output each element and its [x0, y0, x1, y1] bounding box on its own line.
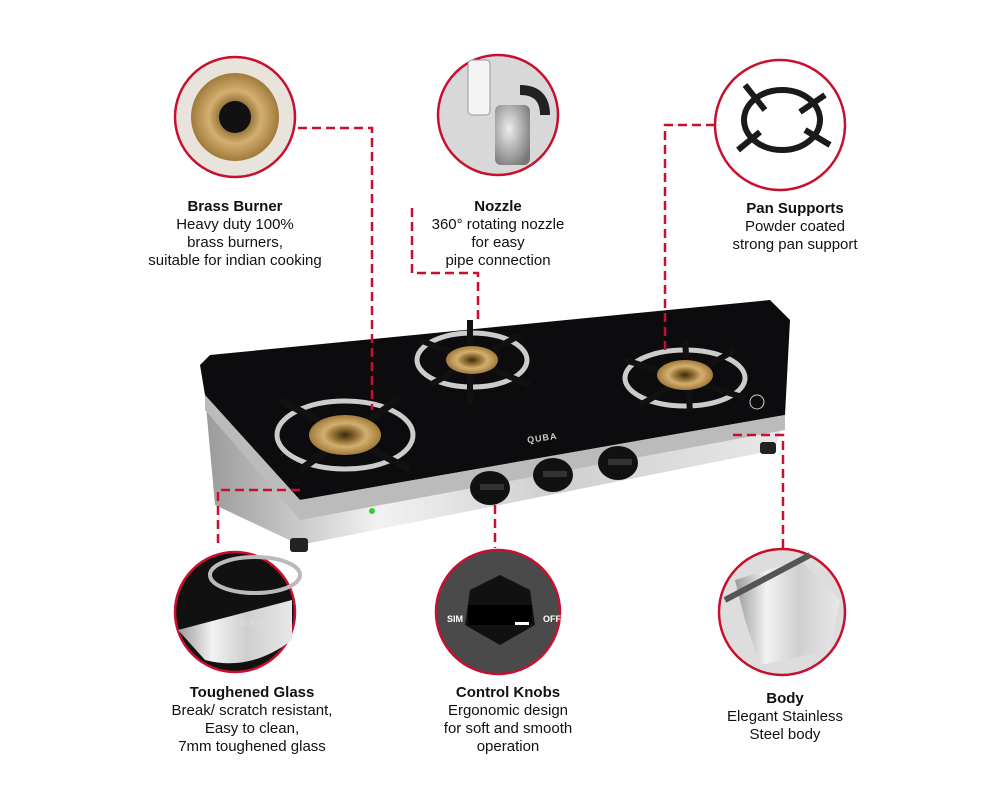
feature-desc: Elegant Stainless [727, 708, 843, 725]
knob-label-off: OFF [543, 614, 561, 624]
feature-desc: operation [476, 738, 540, 755]
connector-body [733, 433, 785, 548]
feature-pan-supports: Pan Supports Powder coated strong pan su… [665, 200, 925, 254]
connector-lines [216, 123, 785, 548]
feature-desc: for soft and smooth [443, 720, 573, 737]
control-knob-3 [598, 446, 638, 480]
glass-badge-text: GLASS [240, 620, 264, 627]
burner-middle [414, 320, 532, 405]
control-knob-2 [533, 458, 573, 492]
feature-desc: Powder coated [744, 218, 846, 235]
feature-body: Body Elegant Stainless Steel body [655, 690, 915, 744]
feature-desc: 360° rotating nozzle [431, 216, 565, 233]
connector-brass-burner [298, 126, 374, 410]
feature-desc: suitable for indian cooking [148, 252, 322, 269]
circle-toughened-glass: GLASS [173, 550, 302, 674]
feature-nozzle: Nozzle 360° rotating nozzle for easy pip… [368, 198, 628, 270]
circle-pan-supports [713, 58, 847, 192]
feature-title: Control Knobs [455, 684, 561, 701]
feature-desc: Break/ scratch resistant, [171, 702, 333, 719]
control-knob-1 [470, 471, 510, 505]
circle-control-knobs: SIM OFF [434, 548, 561, 676]
gas-stove [200, 300, 790, 552]
circle-body [717, 547, 847, 677]
feature-control-knobs: Control Knobs Ergonomic design for soft … [378, 684, 638, 756]
knob-label-sim: SIM [447, 614, 463, 624]
feature-desc: pipe connection [445, 252, 551, 269]
feature-desc: for easy [471, 234, 525, 251]
feature-title: Nozzle [474, 198, 522, 215]
feature-title: Toughened Glass [189, 684, 315, 701]
feature-toughened-glass: Toughened Glass Break/ scratch resistant… [122, 684, 382, 756]
feature-desc: Easy to clean, [204, 720, 300, 737]
burner-right [622, 339, 748, 413]
circle-nozzle [436, 53, 560, 177]
feature-desc: 7mm toughened glass [178, 738, 326, 755]
connector-toughened-glass [216, 488, 300, 548]
feature-desc: brass burners, [187, 234, 283, 251]
feature-desc: Heavy duty 100% [176, 216, 294, 233]
circle-brass-burner [173, 55, 297, 179]
feature-brass-burner: Brass Burner Heavy duty 100% brass burne… [105, 198, 365, 270]
feature-desc: Ergonomic design [447, 702, 569, 719]
feature-desc: strong pan support [732, 236, 858, 253]
burner-left [274, 395, 416, 474]
feature-desc: Steel body [749, 726, 821, 743]
connector-nozzle [410, 208, 480, 320]
feature-title: Brass Burner [187, 198, 283, 215]
feature-title: Pan Supports [746, 200, 844, 217]
feature-title: Body [766, 690, 804, 707]
connector-pan-supports [663, 123, 715, 355]
